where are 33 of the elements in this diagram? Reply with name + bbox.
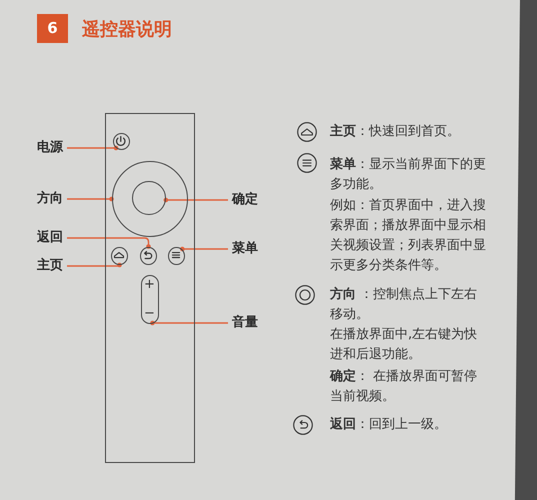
part-label: 菜单 [232, 240, 258, 258]
part-label: 方向 [37, 190, 63, 208]
title: 遥控器说明 [82, 18, 172, 42]
part-label: 返回 [37, 229, 63, 247]
leader-line [164, 198, 228, 202]
plus-sign: + [144, 276, 155, 292]
remote-body [105, 113, 195, 463]
leader-line [180, 246, 228, 252]
volume-rocker [140, 274, 158, 324]
ok-button [132, 181, 166, 215]
description-text: 主页：快速回到首页。 [330, 122, 461, 141]
part-label: 电源 [37, 139, 63, 157]
menu-button [168, 246, 185, 265]
description-text: 方向 ：控制焦点上下左右移动。 [330, 286, 478, 324]
description-text: 返回：回到上一级。 [330, 416, 448, 434]
description-text: 菜单：显示当前界面下的更多功能。 [330, 156, 487, 194]
leader-line [150, 320, 228, 326]
description-text: 在播放界面中,左右键为快进和后退功能。 [330, 326, 478, 364]
home-button [111, 246, 128, 265]
leader-line [67, 146, 118, 150]
part-label: 确定 [232, 191, 258, 209]
back-button [140, 246, 157, 265]
minus-sign: − [144, 306, 155, 320]
description-text: 确定： 在播放界面可暂停当前视频。 [330, 368, 478, 406]
section-number-badge: 6 [37, 14, 68, 43]
part-label: 主页 [37, 257, 63, 275]
direction-ring [112, 160, 188, 236]
leader-line [67, 237, 151, 249]
leader-line [67, 262, 122, 268]
description-text: 例如：首页界面中，进入搜索界面；播放界面中显示相关视频设置；列表界面中显示更多分类条件等。 [330, 197, 487, 275]
part-label: 音量 [232, 314, 258, 332]
power-button [113, 133, 130, 150]
leader-line [67, 196, 114, 202]
